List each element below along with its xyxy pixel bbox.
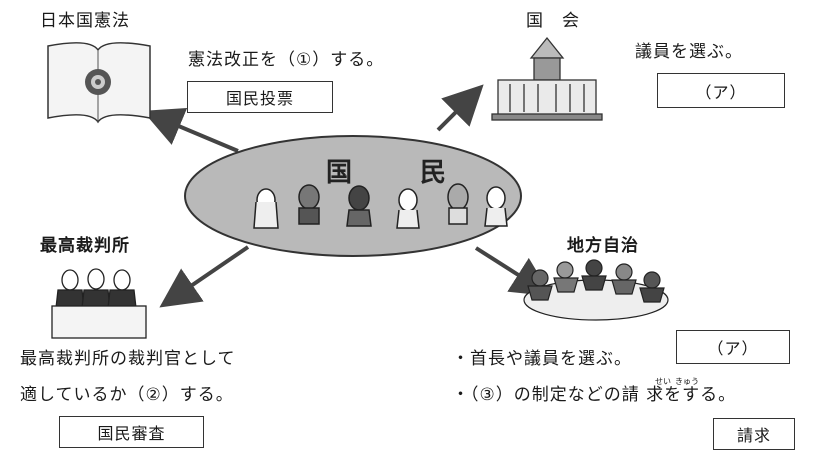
local-heading: 地方自治 [567, 236, 639, 256]
arrow-to-local-government [474, 246, 552, 297]
local-box-a: （ア） [676, 330, 790, 364]
local-line2-word: 請 求 [621, 385, 665, 405]
center-label-kuni: 国 [326, 158, 353, 188]
diet-heading: 国 会 [526, 11, 580, 31]
local-box-b: 請求 [713, 418, 795, 450]
supreme-court-judges-icon [51, 268, 147, 339]
constitution-statement: 憲法改正を（①）する。 [188, 50, 385, 70]
local-line2: ・（③）の制定などの請 求をする。 [452, 385, 736, 405]
constitution-book-icon [47, 42, 151, 124]
constitution-heading: 日本国憲法 [40, 11, 130, 31]
arrow-to-supreme-court [159, 245, 250, 308]
arrow-to-constitution [142, 107, 239, 153]
local-ruby-kyu: きゅう [675, 377, 699, 386]
local-assembly-icon [523, 259, 669, 321]
diet-box: （ア） [657, 73, 785, 108]
citizen-figures-icon [253, 183, 508, 229]
local-line2-prefix: ・（③）の制定などの [452, 385, 622, 405]
constitution-box: 国民投票 [187, 81, 333, 113]
supreme-court-line2: 適しているか（②）する。 [20, 385, 234, 405]
supreme-court-box: 国民審査 [59, 416, 204, 448]
local-ruby-sei: せい [655, 377, 671, 386]
local-line1: ・首長や議員を選ぶ。 [452, 349, 632, 369]
arrow-to-diet [436, 84, 484, 132]
supreme-court-line1: 最高裁判所の裁判官として [20, 349, 236, 369]
diet-statement: 議員を選ぶ。 [635, 42, 743, 62]
local-line2-suffix: をする。 [664, 385, 737, 405]
supreme-court-heading: 最高裁判所 [40, 236, 130, 256]
center-label-min: 民 [420, 158, 447, 188]
diet-building-icon [491, 36, 603, 121]
